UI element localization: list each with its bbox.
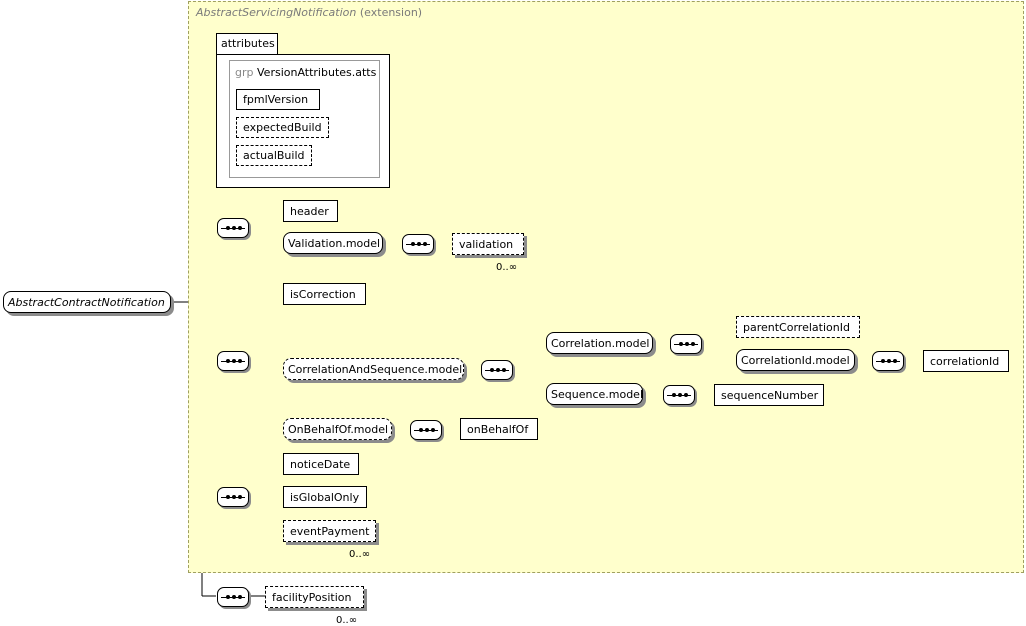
element-facility-position[interactable]: facilityPosition bbox=[265, 586, 364, 608]
sequence-compositor-icon[interactable] bbox=[402, 234, 434, 254]
sequence-compositor-icon[interactable] bbox=[217, 351, 249, 371]
sequence-compositor-icon[interactable] bbox=[410, 420, 442, 440]
extension-base-name: AbstractServicingNotification bbox=[196, 6, 357, 19]
element-parent-correlation-id[interactable]: parentCorrelationId bbox=[736, 316, 860, 338]
element-sequence-number[interactable]: sequenceNumber bbox=[714, 384, 824, 406]
occurrence-event-payment: 0..∞ bbox=[349, 549, 371, 560]
element-is-global-only[interactable]: isGlobalOnly bbox=[283, 486, 367, 508]
sequence-compositor-icon[interactable] bbox=[217, 487, 249, 507]
sequence-compositor-icon[interactable] bbox=[481, 360, 513, 380]
attribute-fpml-version[interactable]: fpmlVersion bbox=[236, 89, 320, 110]
element-is-correction[interactable]: isCorrection bbox=[283, 283, 366, 305]
element-notice-date[interactable]: noticeDate bbox=[283, 453, 359, 475]
attributes-tab[interactable]: attributes bbox=[216, 33, 278, 55]
element-event-payment[interactable]: eventPayment bbox=[283, 520, 376, 542]
sequence-compositor-icon[interactable] bbox=[217, 218, 249, 238]
group-validation-model[interactable]: Validation.model bbox=[283, 232, 383, 254]
sequence-compositor-icon[interactable] bbox=[670, 334, 702, 354]
element-header[interactable]: header bbox=[283, 200, 338, 222]
sequence-compositor-icon[interactable] bbox=[872, 351, 904, 371]
element-on-behalf-of[interactable]: onBehalfOf bbox=[460, 418, 538, 440]
attribute-expected-build[interactable]: expectedBuild bbox=[236, 117, 329, 138]
sequence-compositor-icon[interactable] bbox=[217, 587, 249, 607]
attribute-group-keyword: grp bbox=[235, 66, 254, 79]
group-correlation-id-model[interactable]: CorrelationId.model bbox=[736, 349, 855, 371]
group-on-behalf-of-model[interactable]: OnBehalfOf.model bbox=[283, 418, 392, 440]
attribute-group-title: grp VersionAttributes.atts bbox=[235, 66, 376, 79]
attribute-actual-build[interactable]: actualBuild bbox=[236, 145, 312, 166]
group-correlation-and-sequence-model[interactable]: CorrelationAndSequence.model bbox=[283, 358, 464, 380]
occurrence-validation: 0..∞ bbox=[496, 262, 518, 273]
occurrence-facility-position: 0..∞ bbox=[336, 615, 358, 626]
group-sequence-model[interactable]: Sequence.model bbox=[546, 383, 643, 405]
attribute-group-name: VersionAttributes.atts bbox=[257, 66, 377, 79]
element-correlation-id[interactable]: correlationId bbox=[923, 350, 1009, 372]
group-correlation-model[interactable]: Correlation.model bbox=[546, 332, 653, 354]
root-element[interactable]: AbstractContractNotification bbox=[3, 291, 171, 313]
element-validation[interactable]: validation bbox=[452, 233, 524, 255]
sequence-compositor-icon[interactable] bbox=[663, 385, 695, 405]
extension-title: AbstractServicingNotification (extension… bbox=[196, 6, 422, 19]
extension-kind: (extension) bbox=[359, 6, 423, 19]
